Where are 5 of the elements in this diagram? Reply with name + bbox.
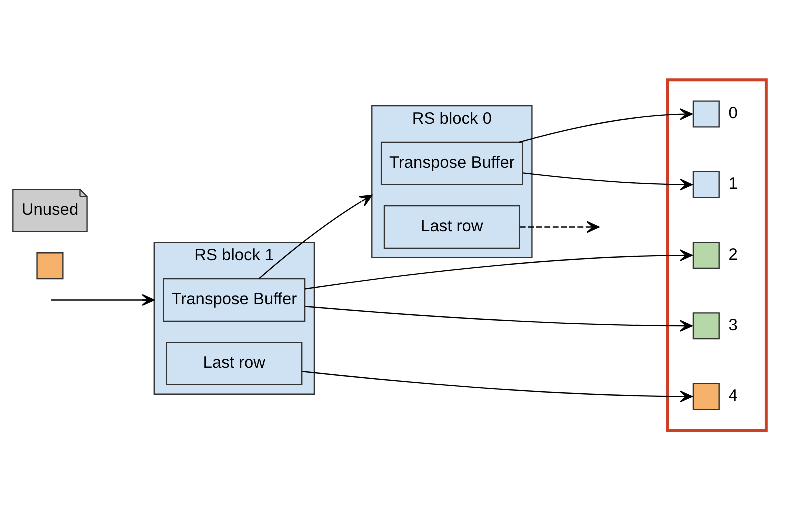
node-label: 0: [728, 104, 738, 122]
node-label: 2: [728, 245, 738, 264]
node-label: 1: [728, 174, 738, 193]
node-label: 4: [728, 386, 738, 405]
node-label: 3: [728, 316, 738, 334]
